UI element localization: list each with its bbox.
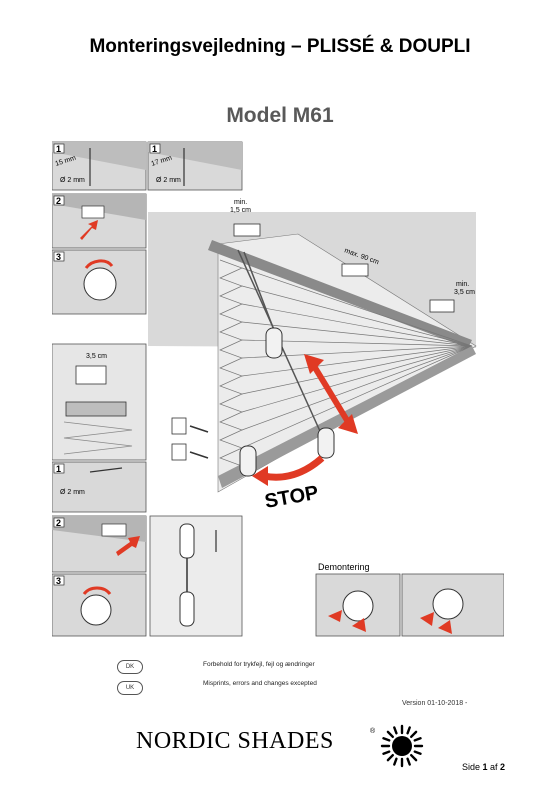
panel-step3-b bbox=[52, 573, 147, 637]
panel-bracket-detail bbox=[52, 343, 147, 461]
dim-min-label-1: min. bbox=[234, 199, 247, 206]
page-number: Side 1 af 2 bbox=[462, 762, 506, 772]
panel-demontering-2 bbox=[401, 573, 504, 637]
dim-3-5cm: 3,5 cm bbox=[86, 353, 107, 360]
handle-top-icon bbox=[265, 327, 283, 359]
panel-step2-b bbox=[52, 515, 147, 573]
dim-min-value-1: 1,5 cm bbox=[230, 207, 251, 214]
dim-dia-3: Ø 2 mm bbox=[60, 489, 85, 496]
current-page: 1 bbox=[482, 762, 488, 772]
step-1-badge-c: 1 bbox=[56, 464, 61, 474]
brand-logo-text: NORDIC SHADES bbox=[136, 728, 334, 754]
installation-illustration: 1 1 15 mm Ø 2 mm 17 mm Ø 2 mm 2 3 bbox=[52, 141, 504, 637]
step-2-badge: 2 bbox=[56, 196, 61, 206]
dim-dia-1: Ø 2 mm bbox=[60, 177, 85, 184]
step-2-badge-b: 2 bbox=[56, 518, 61, 528]
rotate-arrow-icon-b bbox=[82, 586, 112, 596]
demontering-label: Demontering bbox=[318, 562, 370, 572]
stop-label: STOP bbox=[263, 482, 320, 513]
dk-disclaimer: Forbehold for trykfejl, fejl og ændringe… bbox=[203, 661, 315, 668]
dim-min-label-2: min. bbox=[456, 281, 469, 288]
dim-min-value-2: 3,5 cm bbox=[454, 289, 475, 296]
arrow-red-icon bbox=[80, 220, 98, 240]
model-heading: Model M61 bbox=[226, 104, 334, 127]
handle-bottom-icon bbox=[317, 427, 335, 459]
rotate-arrow-icon bbox=[84, 259, 114, 270]
panel-step1-c bbox=[52, 461, 147, 513]
step-1-badge-b: 1 bbox=[152, 144, 157, 154]
step-3-badge: 3 bbox=[56, 252, 61, 262]
uk-badge: UK bbox=[117, 681, 143, 695]
step-1-badge: 1 bbox=[56, 144, 61, 154]
document-title: Monteringsvejledning – PLISSÉ & DOUPLI bbox=[89, 36, 471, 57]
handle-left-icon bbox=[239, 445, 257, 477]
dim-dia-2: Ø 2 mm bbox=[156, 177, 181, 184]
registered-mark: ® bbox=[370, 728, 376, 735]
stop-arrow-icon bbox=[252, 455, 325, 486]
screws-detail bbox=[171, 417, 209, 461]
sun-logo-icon bbox=[380, 724, 424, 768]
dk-badge: DK bbox=[117, 660, 143, 674]
panel-demontering-1 bbox=[315, 573, 401, 637]
panel-step3 bbox=[52, 249, 147, 315]
step-3-badge-b: 3 bbox=[56, 576, 61, 586]
panel-step2 bbox=[52, 193, 147, 249]
panel-cord-detail bbox=[149, 515, 243, 637]
arrow-red-icon-b bbox=[116, 536, 140, 556]
pleated-blind-drawing bbox=[148, 212, 477, 493]
double-arrow-icon bbox=[304, 354, 358, 434]
uk-disclaimer: Misprints, errors and changes excepted bbox=[203, 680, 317, 687]
total-pages: 2 bbox=[500, 762, 506, 772]
panel-step1-a bbox=[52, 141, 147, 191]
panel-step1-b bbox=[147, 141, 243, 191]
version-label: Version 01-10-2018 - bbox=[402, 700, 468, 707]
